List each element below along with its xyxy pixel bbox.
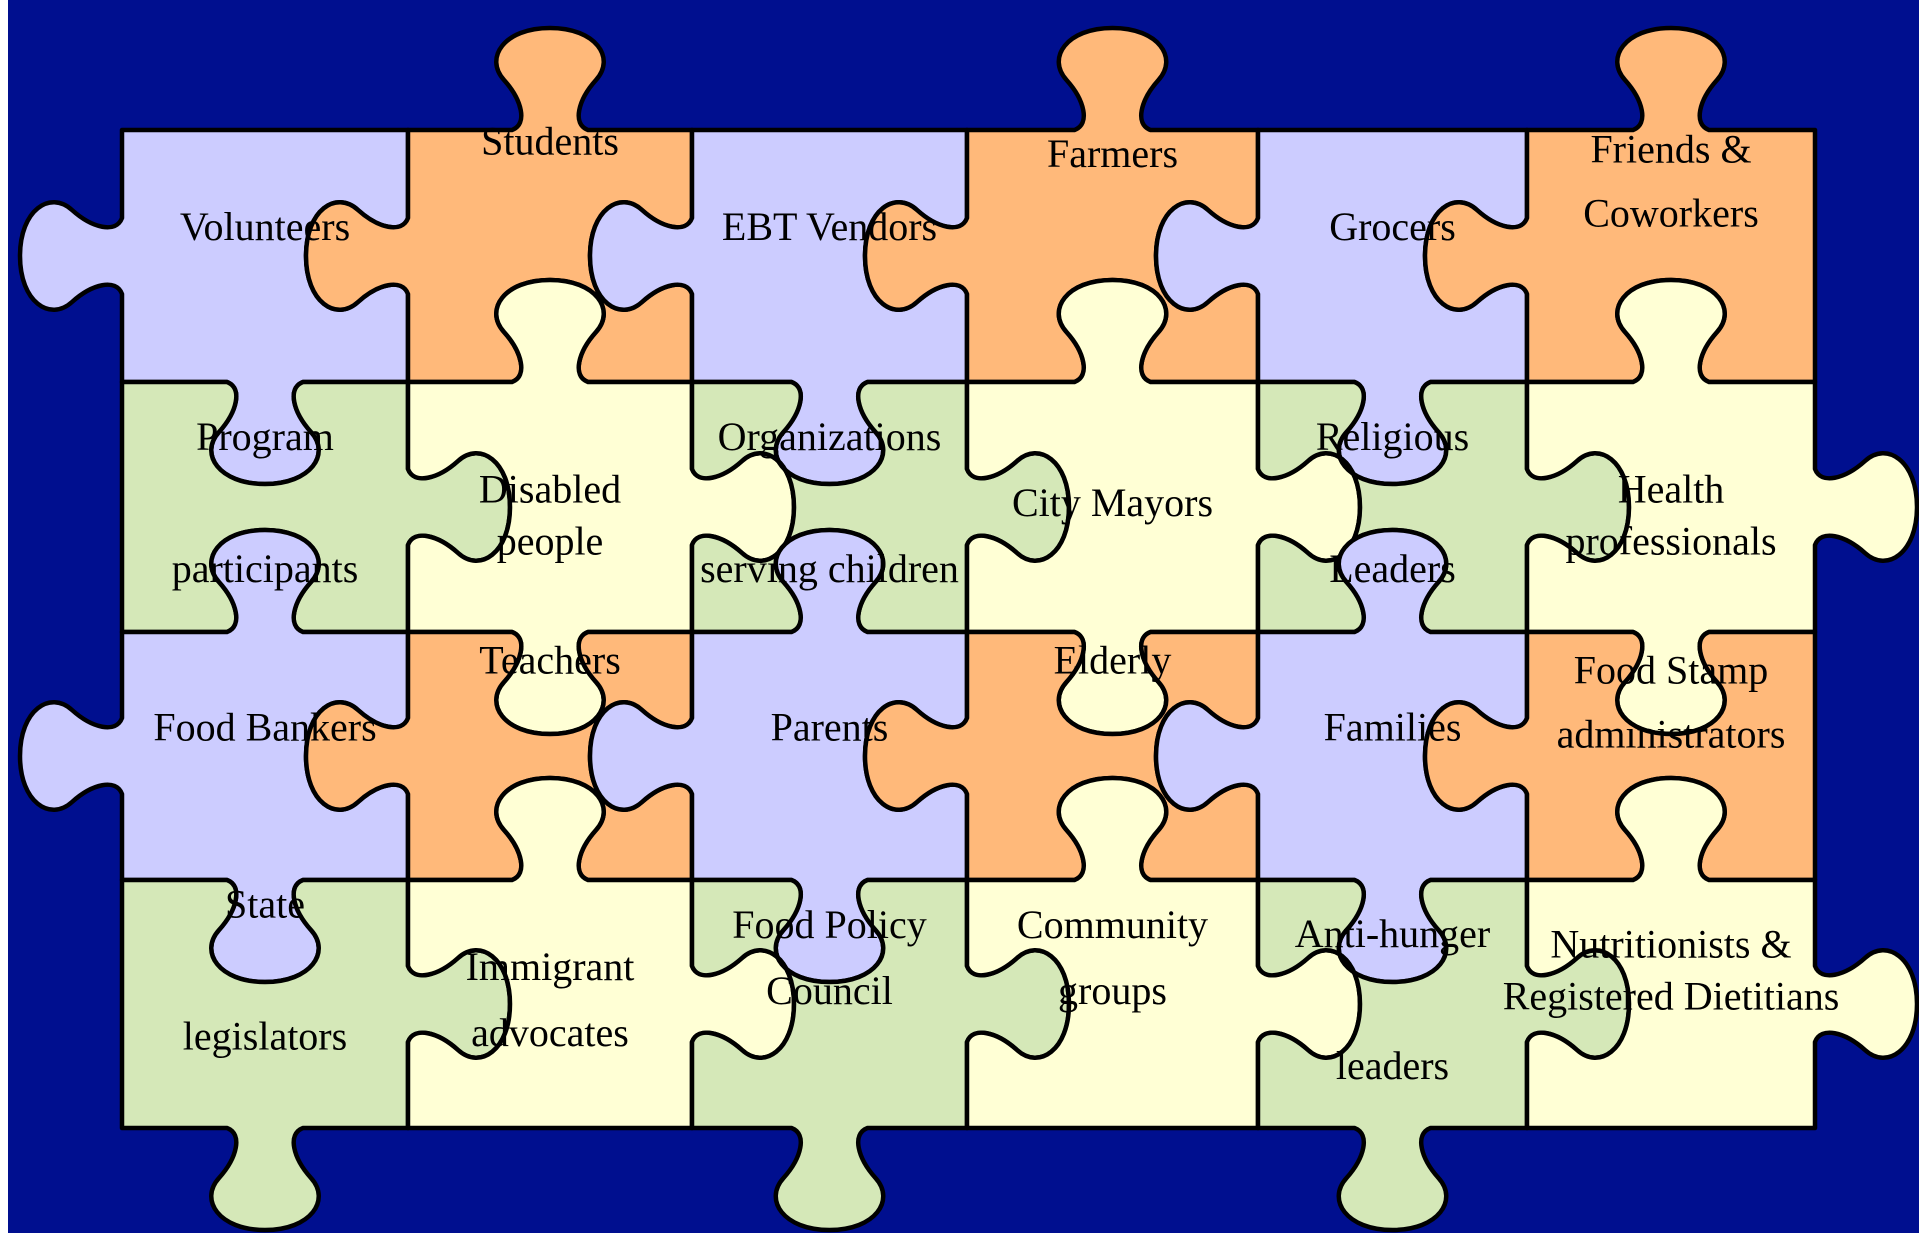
piece-label-health-professionals-line-1: Health bbox=[1618, 467, 1725, 512]
piece-label-food-bankers: Food Bankers bbox=[153, 704, 376, 749]
piece-label-nutritionists-dietitians-line-1: Nutritionists & bbox=[1550, 921, 1791, 966]
piece-label-religious-leaders-line-1: Religious bbox=[1316, 414, 1469, 459]
piece-label-students: Students bbox=[481, 118, 619, 163]
piece-label-food-policy-council-line-2: Council bbox=[766, 968, 893, 1013]
piece-label-disabled-people-line-2: people bbox=[497, 519, 604, 564]
piece-label-elderly: Elderly bbox=[1054, 637, 1172, 682]
piece-label-immigrant-advocates-line-2: advocates bbox=[471, 1010, 629, 1055]
piece-label-food-policy-council-line-1: Food Policy bbox=[732, 902, 926, 947]
piece-label-state-legislators-line-1: State bbox=[225, 881, 305, 926]
piece-label-program-participants-line-2: participants bbox=[172, 546, 359, 591]
piece-label-state-legislators-line-2: legislators bbox=[183, 1013, 347, 1058]
pieces-layer bbox=[17, 25, 1919, 1233]
piece-label-organizations-serving-children-line-2: serving children bbox=[700, 546, 959, 591]
piece-label-health-professionals-line-2: professionals bbox=[1565, 519, 1776, 564]
piece-label-parents: Parents bbox=[771, 704, 889, 749]
piece-label-religious-leaders-line-2: Leaders bbox=[1329, 546, 1456, 591]
piece-label-city-mayors: City Mayors bbox=[1012, 480, 1213, 525]
piece-label-organizations-serving-children-line-1: Organizations bbox=[718, 414, 942, 459]
piece-label-disabled-people-line-1: Disabled bbox=[479, 467, 621, 512]
piece-label-grocers: Grocers bbox=[1329, 204, 1456, 249]
piece-label-ebt-vendors: EBT Vendors bbox=[722, 204, 937, 249]
piece-label-teachers: Teachers bbox=[479, 637, 621, 682]
piece-label-volunteers: Volunteers bbox=[180, 204, 350, 249]
piece-label-community-groups-line-1: Community bbox=[1017, 902, 1208, 947]
piece-label-immigrant-advocates-line-1: Immigrant bbox=[466, 944, 635, 989]
piece-label-farmers: Farmers bbox=[1047, 131, 1178, 176]
piece-label-program-participants-line-1: Program bbox=[196, 414, 334, 459]
piece-label-food-stamp-administrators-line-1: Food Stamp bbox=[1574, 648, 1768, 693]
piece-label-nutritionists-dietitians-line-2: Registered Dietitians bbox=[1503, 973, 1840, 1018]
piece-label-anti-hunger-leaders-line-1: Anti-hunger bbox=[1295, 911, 1491, 956]
piece-label-anti-hunger-leaders-line-2: leaders bbox=[1336, 1043, 1449, 1088]
puzzle-piece-nutritionists-dietitians bbox=[1524, 775, 1919, 1131]
piece-label-friends-coworkers-line-2: Coworkers bbox=[1583, 191, 1759, 236]
piece-label-food-stamp-administrators-line-2: administrators bbox=[1557, 712, 1786, 757]
piece-label-community-groups-line-2: groups bbox=[1058, 968, 1167, 1013]
piece-label-families: Families bbox=[1324, 704, 1462, 749]
piece-label-friends-coworkers-line-1: Friends & bbox=[1590, 127, 1751, 172]
